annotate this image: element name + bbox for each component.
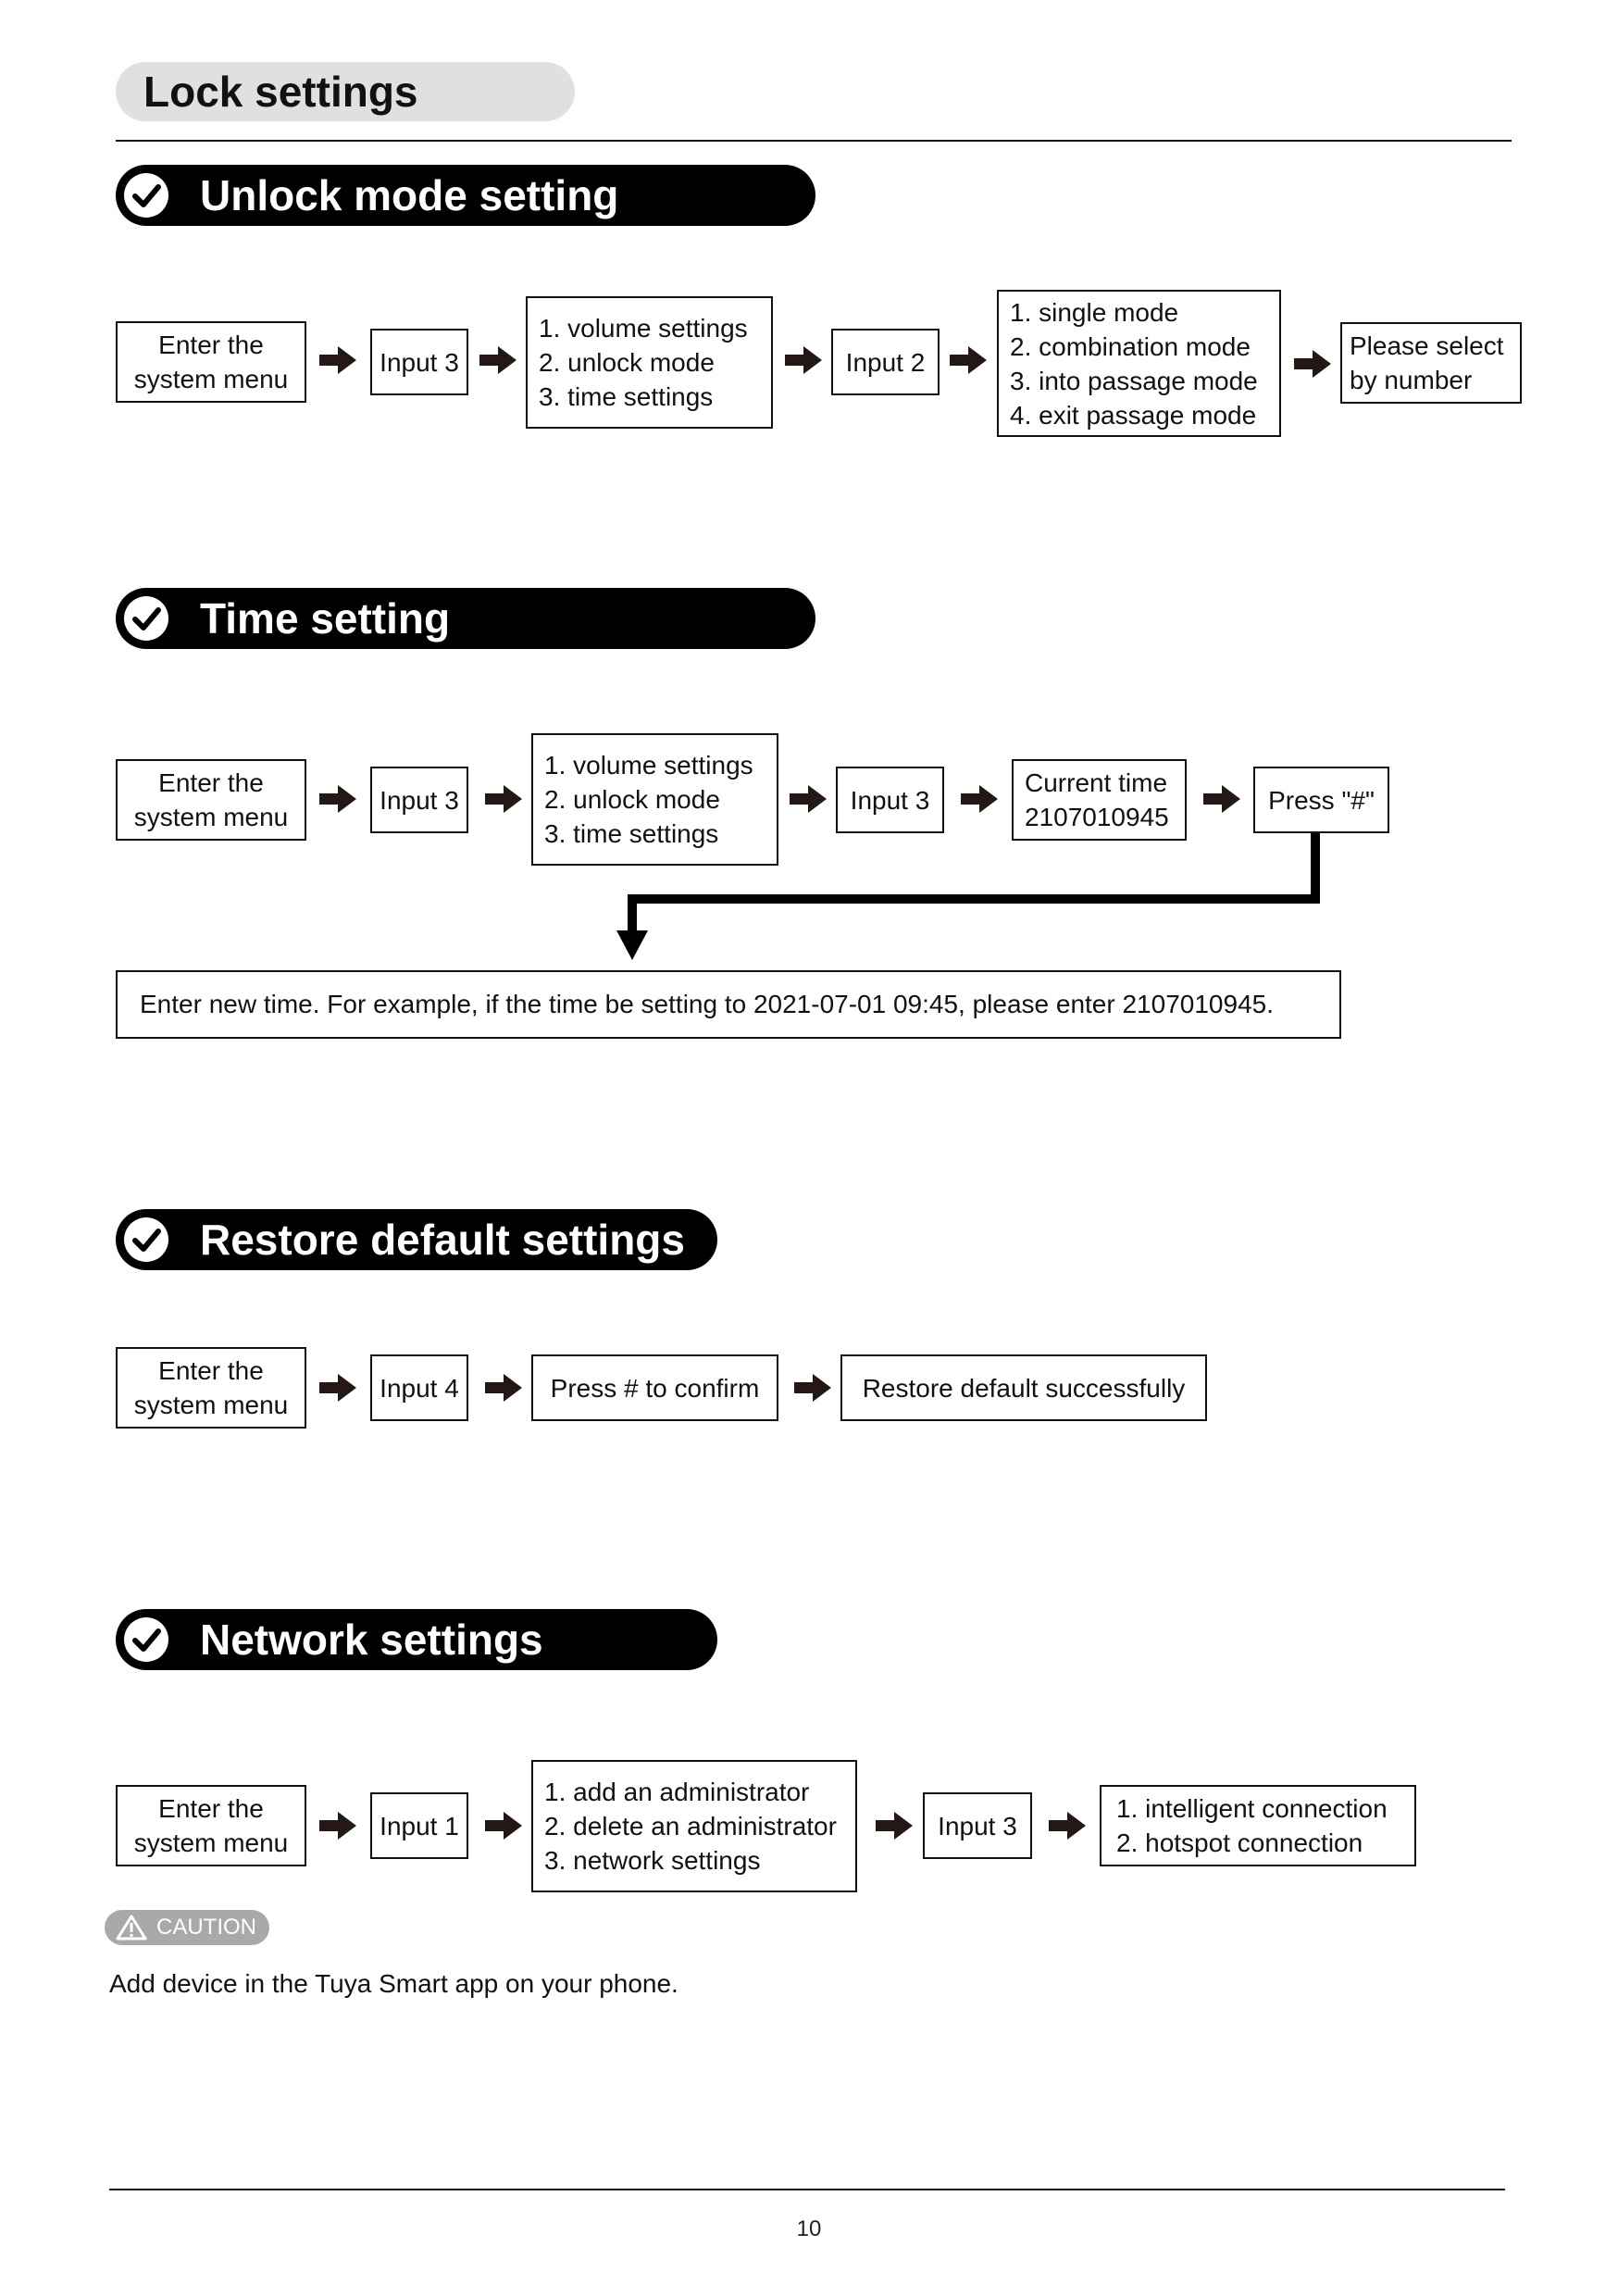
check-circle-icon bbox=[124, 596, 168, 641]
arrow-right-icon bbox=[319, 346, 356, 374]
section-header-time: Time setting bbox=[116, 588, 815, 649]
arrow-right-icon bbox=[785, 346, 822, 374]
section-title: Network settings bbox=[200, 1616, 543, 1664]
section-title: Unlock mode setting bbox=[200, 171, 619, 219]
arrow-right-icon bbox=[790, 785, 827, 813]
page-title: Lock settings bbox=[143, 68, 418, 116]
caution-text: Add device in the Tuya Smart app on your… bbox=[109, 1969, 678, 1998]
step-input: Input 3 bbox=[836, 767, 944, 833]
bottom-divider bbox=[109, 2189, 1505, 2190]
step-restore-result: Restore default successfully bbox=[840, 1354, 1207, 1421]
step-press-hash-confirm: Press # to confirm bbox=[531, 1354, 778, 1421]
step-input: Input 3 bbox=[370, 767, 468, 833]
section-header-network: Network settings bbox=[116, 1609, 717, 1670]
arrow-right-icon bbox=[485, 1374, 522, 1402]
step-current-time: Current time 2107010945 bbox=[1012, 759, 1187, 841]
section-header-unlock: Unlock mode setting bbox=[116, 165, 815, 226]
step-input: Input 1 bbox=[370, 1792, 468, 1859]
step-menu-options: 1. volume settings 2. unlock mode 3. tim… bbox=[526, 296, 773, 429]
step-press-hash: Press "#" bbox=[1253, 767, 1389, 833]
step-input: Input 3 bbox=[370, 329, 468, 395]
step-input: Input 3 bbox=[923, 1792, 1032, 1859]
step-input: Input 4 bbox=[370, 1354, 468, 1421]
time-format-note: Enter new time. For example, if the time… bbox=[116, 970, 1341, 1039]
check-circle-icon bbox=[124, 1217, 168, 1262]
page-title-pill: Lock settings bbox=[116, 62, 575, 121]
step-enter-system-menu: Enter the system menu bbox=[116, 1347, 306, 1429]
arrow-right-icon bbox=[319, 1374, 356, 1402]
step-connection-options: 1. intelligent connection 2. hotspot con… bbox=[1100, 1785, 1416, 1866]
check-circle-icon bbox=[124, 1617, 168, 1662]
arrow-right-icon bbox=[1294, 350, 1331, 378]
page-number: 10 bbox=[796, 2216, 822, 2241]
arrow-right-icon bbox=[485, 785, 522, 813]
top-divider bbox=[116, 140, 1512, 142]
arrow-right-icon bbox=[794, 1374, 831, 1402]
arrow-right-icon bbox=[479, 346, 517, 374]
arrow-right-icon bbox=[1049, 1812, 1086, 1840]
arrow-down-icon bbox=[616, 833, 1320, 960]
step-unlock-modes: 1. single mode 2. combination mode 3. in… bbox=[997, 290, 1281, 437]
arrow-right-icon bbox=[1203, 785, 1240, 813]
section-title: Restore default settings bbox=[200, 1216, 685, 1264]
step-enter-system-menu: Enter the system menu bbox=[116, 321, 306, 403]
caution-label: CAUTION bbox=[156, 1915, 256, 1940]
section-title: Time setting bbox=[200, 594, 451, 643]
step-select-by-number: Please select by number bbox=[1340, 322, 1522, 404]
arrow-right-icon bbox=[319, 785, 356, 813]
arrow-right-icon bbox=[485, 1812, 522, 1840]
section-header-restore: Restore default settings bbox=[116, 1209, 717, 1270]
warning-triangle-icon bbox=[116, 1915, 147, 1940]
arrow-right-icon bbox=[950, 346, 987, 374]
step-menu-options: 1. volume settings 2. unlock mode 3. tim… bbox=[531, 733, 778, 866]
step-enter-system-menu: Enter the system menu bbox=[116, 759, 306, 841]
step-menu-options: 1. add an administrator 2. delete an adm… bbox=[531, 1760, 857, 1892]
arrow-right-icon bbox=[876, 1812, 913, 1840]
caution-badge: CAUTION bbox=[105, 1910, 269, 1945]
step-enter-system-menu: Enter the system menu bbox=[116, 1785, 306, 1866]
arrow-right-icon bbox=[319, 1812, 356, 1840]
check-circle-icon bbox=[124, 173, 168, 218]
arrow-right-icon bbox=[961, 785, 998, 813]
step-input: Input 2 bbox=[831, 329, 940, 395]
